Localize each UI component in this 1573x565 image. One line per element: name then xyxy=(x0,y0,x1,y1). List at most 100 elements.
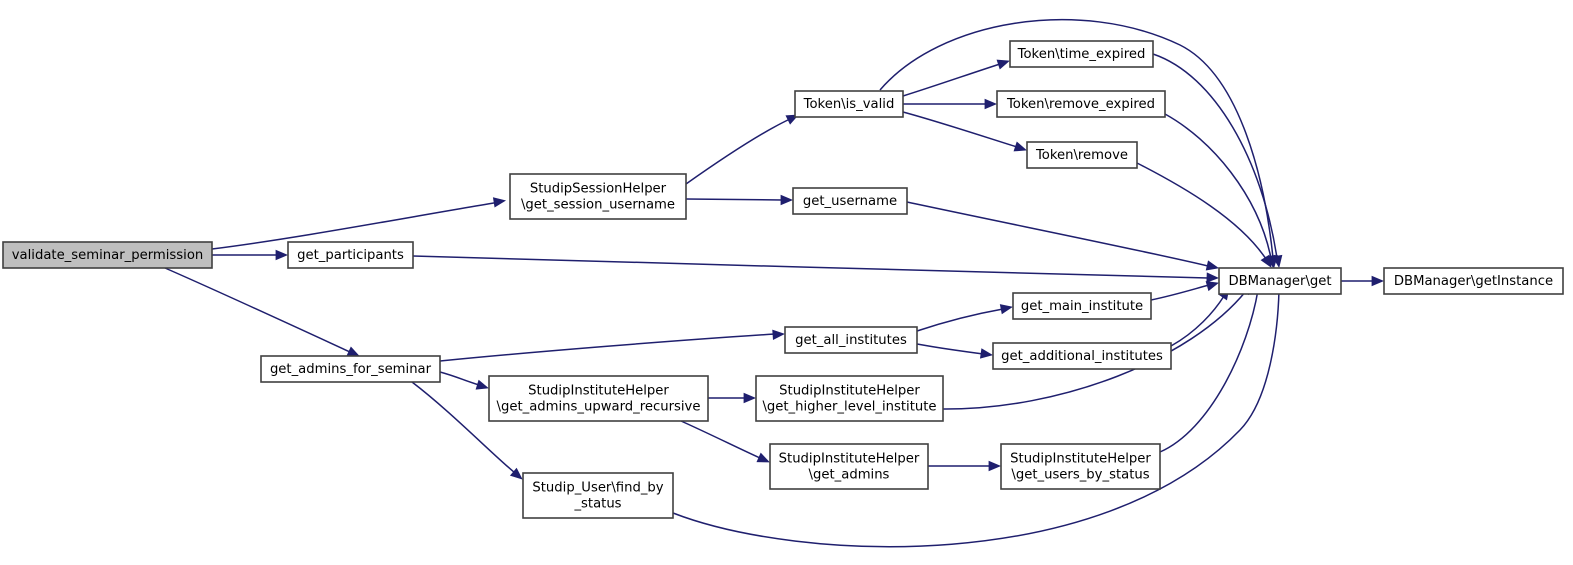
arrowhead-icon xyxy=(1205,260,1220,271)
node-get_admins_for_seminar[interactable]: get_admins_for_seminar xyxy=(260,355,441,383)
node-institute_users_by_status[interactable]: StudipInstituteHelper\get_users_by_statu… xyxy=(1000,443,1161,490)
arrowhead-icon xyxy=(743,392,757,404)
arrowhead-icon xyxy=(996,59,1010,70)
edge-remove-to-dbget xyxy=(1136,162,1272,268)
node-box[interactable] xyxy=(769,443,929,490)
node-box[interactable] xyxy=(1218,267,1342,295)
edge-isvalid-to-removeexpired xyxy=(903,98,998,110)
node-label: StudipInstituteHelper\get_admins xyxy=(779,452,920,483)
edge-line xyxy=(879,18,1274,259)
node-dbmanager_get[interactable]: DBManager\get xyxy=(1218,267,1342,295)
edge-line xyxy=(906,201,1209,267)
edge-line xyxy=(685,198,783,201)
node-institute_upward_recursive[interactable]: StudipInstituteHelper\get_admins_upward_… xyxy=(488,375,709,422)
node-token_remove_expired[interactable]: Token\remove_expired xyxy=(996,90,1166,118)
edge-line xyxy=(1164,113,1272,259)
edge-line xyxy=(942,290,1247,410)
node-label: get_username xyxy=(803,194,897,209)
edge-admins-to-finduser xyxy=(411,381,523,480)
edge-validate-to-session xyxy=(211,197,507,250)
edge-line xyxy=(412,255,1209,279)
edge-validate-to-admins xyxy=(164,267,360,357)
node-box[interactable] xyxy=(1383,267,1564,295)
node-get_all_institutes[interactable]: get_all_institutes xyxy=(784,326,918,354)
edge-line xyxy=(902,111,1018,148)
node-box[interactable] xyxy=(287,241,414,269)
node-box[interactable] xyxy=(509,173,687,220)
edge-line xyxy=(1170,295,1225,347)
node-label: get_all_institutes xyxy=(795,333,907,348)
arrowhead-icon xyxy=(1260,254,1272,268)
node-box[interactable] xyxy=(1026,141,1138,169)
node-label: Token\time_expired xyxy=(1017,47,1146,62)
edge-usersbystatus-to-dbget xyxy=(1159,279,1264,453)
edge-session-to-username xyxy=(685,194,794,206)
node-dbmanager_getinstance[interactable]: DBManager\getInstance xyxy=(1383,267,1564,295)
node-token_remove[interactable]: Token\remove xyxy=(1026,141,1138,169)
node-get_additional_institutes[interactable]: get_additional_institutes xyxy=(992,342,1172,370)
edge-line xyxy=(902,63,1001,97)
node-label: get_additional_institutes xyxy=(1001,349,1163,364)
node-get_username[interactable]: get_username xyxy=(792,187,908,215)
arrowhead-icon xyxy=(772,329,786,340)
node-box[interactable] xyxy=(260,355,441,383)
node-box[interactable] xyxy=(755,375,944,422)
node-box[interactable] xyxy=(2,241,213,269)
arrowhead-icon xyxy=(1205,281,1219,292)
node-get_participants[interactable]: get_participants xyxy=(287,241,414,269)
edge-username-to-dbget xyxy=(906,201,1220,271)
arrowhead-icon xyxy=(1371,275,1385,287)
node-label: validate_seminar_permission xyxy=(12,248,204,263)
edge-allinst-to-main xyxy=(916,304,1014,332)
node-box[interactable] xyxy=(1012,292,1152,320)
node-box[interactable] xyxy=(794,90,904,118)
arrowhead-icon xyxy=(984,98,998,110)
node-box[interactable] xyxy=(996,90,1166,118)
edge-line xyxy=(1152,53,1278,259)
edge-allinst-to-additional xyxy=(916,343,994,359)
arrowhead-icon xyxy=(756,452,770,463)
node-box[interactable] xyxy=(1009,40,1154,68)
node-institute_higher_level[interactable]: StudipInstituteHelper\get_higher_level_i… xyxy=(755,375,944,422)
node-label: Studip_User\find_by_status xyxy=(532,481,663,512)
edge-upward-to-getadmins xyxy=(680,420,770,463)
edge-line xyxy=(685,118,791,185)
node-token_time_expired[interactable]: Token\time_expired xyxy=(1009,40,1154,68)
node-label: Token\remove_expired xyxy=(1006,97,1155,112)
edge-line xyxy=(439,333,776,362)
node-get_main_institute[interactable]: get_main_institute xyxy=(1012,292,1152,320)
edge-line xyxy=(164,267,351,353)
node-label: get_admins_for_seminar xyxy=(270,362,432,377)
edge-dbget-to-getinstance xyxy=(1341,275,1385,287)
node-studip_session_helper[interactable]: StudipSessionHelper\get_session_username xyxy=(509,173,687,220)
node-label: StudipInstituteHelper\get_users_by_statu… xyxy=(1010,452,1151,483)
node-box[interactable] xyxy=(522,472,674,519)
node-box[interactable] xyxy=(488,375,709,422)
edge-line xyxy=(211,201,501,250)
node-label: Token\remove xyxy=(1035,148,1128,163)
node-label: get_participants xyxy=(297,248,404,263)
arrowhead-icon xyxy=(999,304,1014,315)
node-validate_seminar_permission[interactable]: validate_seminar_permission xyxy=(2,241,213,269)
arrowhead-icon xyxy=(988,460,1002,472)
arrowhead-icon xyxy=(509,467,523,480)
node-box[interactable] xyxy=(792,187,908,215)
edge-admins-to-allinst xyxy=(439,329,786,362)
node-label: Token\is_valid xyxy=(803,97,895,112)
edge-timeexpired-to-dbget xyxy=(1152,53,1283,269)
node-studip_user_find_by_status[interactable]: Studip_User\find_by_status xyxy=(522,472,674,519)
arrowhead-icon xyxy=(1013,141,1027,152)
edge-line xyxy=(916,343,984,355)
node-label: DBManager\get xyxy=(1228,274,1331,289)
node-label: StudipInstituteHelper\get_higher_level_i… xyxy=(762,384,936,415)
edge-isvalid-to-remove xyxy=(902,111,1027,152)
node-institute_get_admins[interactable]: StudipInstituteHelper\get_admins xyxy=(769,443,929,490)
node-box[interactable] xyxy=(784,326,918,354)
edge-line xyxy=(1136,162,1267,260)
arrowhead-icon xyxy=(979,348,994,359)
node-box[interactable] xyxy=(992,342,1172,370)
node-token_is_valid[interactable]: Token\is_valid xyxy=(794,90,904,118)
node-box[interactable] xyxy=(1000,443,1161,490)
